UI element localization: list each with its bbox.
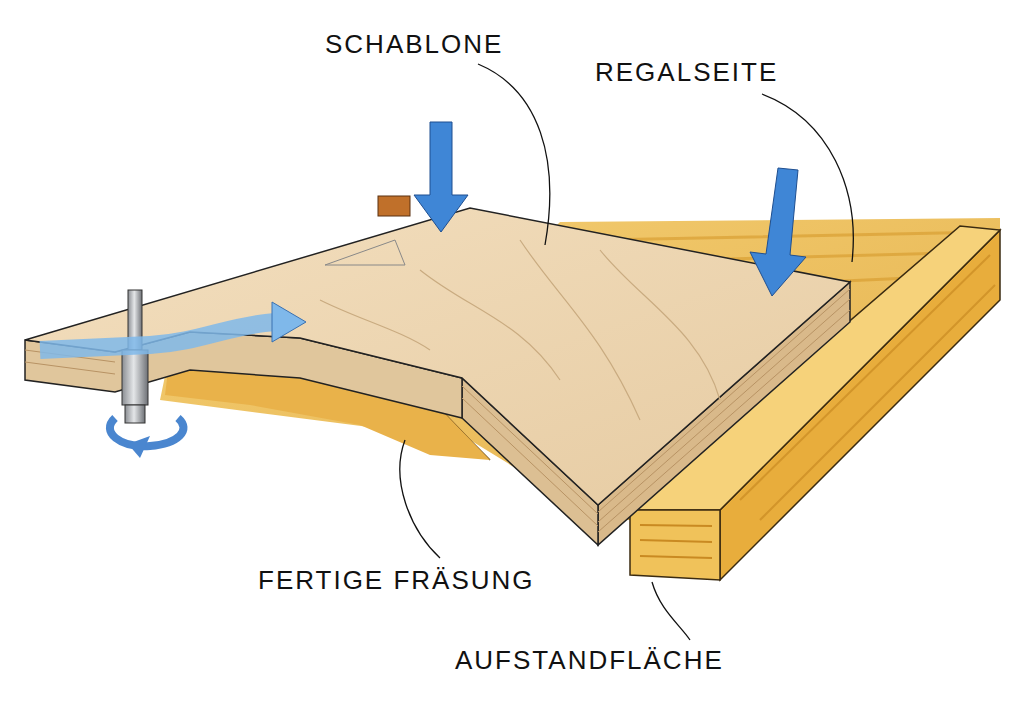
part-label: REGALSEITE xyxy=(595,58,778,87)
part-label: SCHABLONE xyxy=(325,30,503,59)
leader-line xyxy=(400,64,853,640)
part-label: AUFSTANDFLÄCHE xyxy=(455,646,724,675)
feed-arrow xyxy=(40,302,306,350)
template-board xyxy=(25,196,850,545)
part-label: FERTIGE FRÄSUNG xyxy=(258,566,535,595)
pressure-arrow xyxy=(414,122,806,296)
router-bit xyxy=(110,290,184,458)
